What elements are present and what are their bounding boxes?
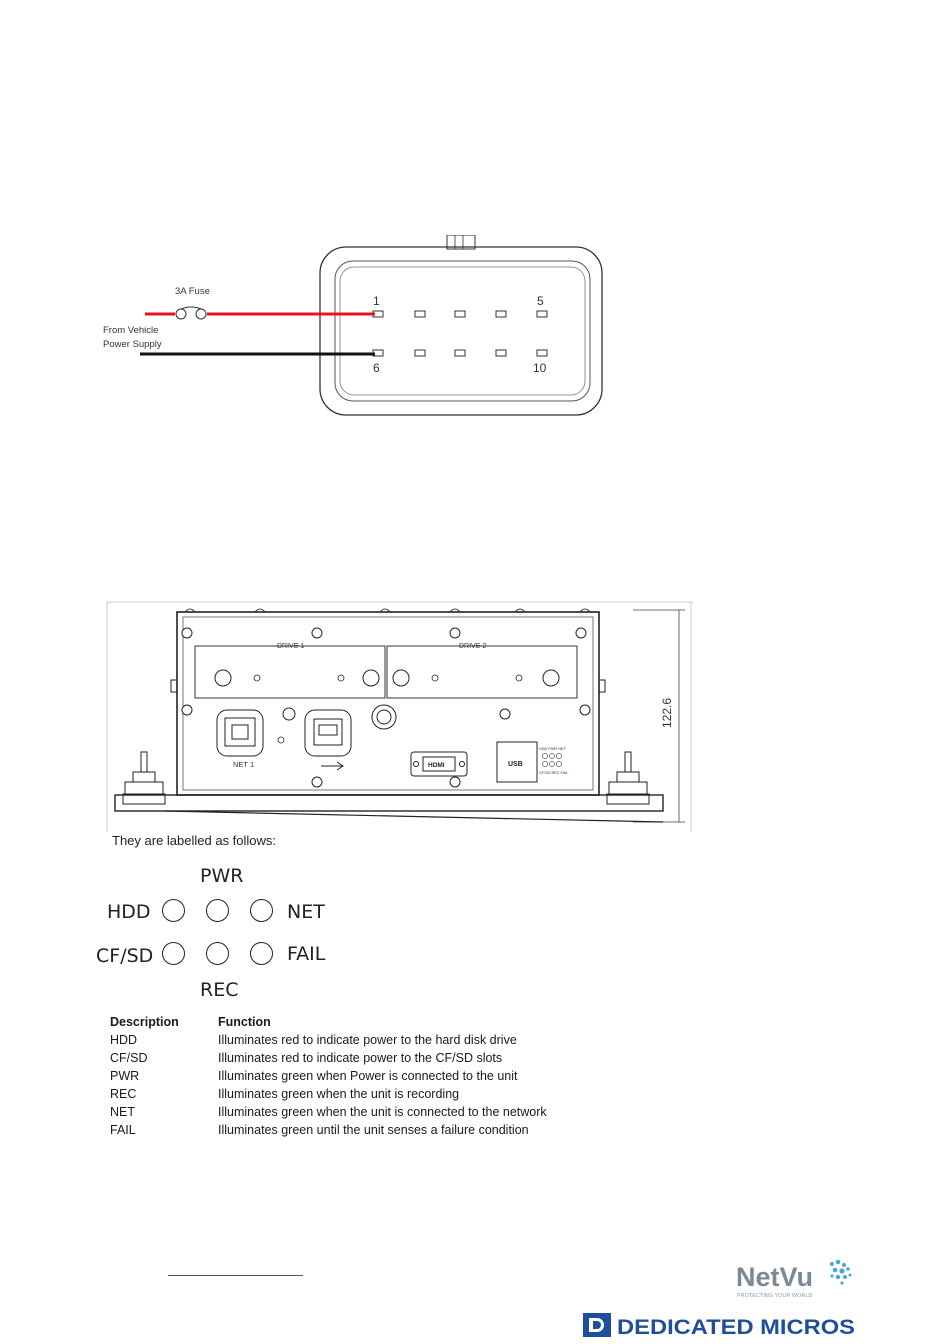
drive-bay-1 <box>194 645 386 699</box>
row-function: Illuminates red to indicate power to the… <box>218 1051 503 1065</box>
led-intro-text: They are labelled as follows: <box>112 833 277 848</box>
led-net-indicator <box>250 899 273 922</box>
led-description-table: Description Function HDD Illuminates red … <box>110 1013 630 1139</box>
led-hdd-indicator <box>162 899 185 922</box>
pin-label-6: 6 <box>373 361 380 375</box>
drive1-label: DRIVE 1 <box>277 643 304 650</box>
row-function: Illuminates green when Power is connecte… <box>218 1069 518 1083</box>
table-row: FAIL Illuminates green until the unit sen… <box>110 1121 630 1139</box>
led-label-cfsd: CF/SD <box>96 945 154 967</box>
led-label-rec: REC <box>200 979 239 1001</box>
mount-stud-left <box>122 751 166 805</box>
pin-label-10: 10 <box>533 361 547 375</box>
mount-stud-right <box>606 751 650 805</box>
row-name: FAIL <box>110 1123 136 1137</box>
led-label-hdd: HDD <box>107 901 151 923</box>
row-name: PWR <box>110 1069 140 1083</box>
led-label-pwr: PWR <box>200 865 244 887</box>
drive2-label: DRIVE 2 <box>459 643 486 650</box>
fuse-label: 3A Fuse <box>175 286 210 297</box>
screw-icons <box>181 627 591 788</box>
power-socket-icon <box>371 704 397 730</box>
table-row: NET Illuminates green when the unit is co… <box>110 1103 630 1121</box>
netvu-logo-text: NetVu <box>736 1262 813 1292</box>
footnote-rule <box>168 1275 303 1276</box>
row-function: Illuminates green when the unit is conne… <box>218 1105 547 1119</box>
unit-front-drawing: 122.6 DRIVE 1 DRIVE 2 NET 1 <box>106 601 693 832</box>
usb-label: USB <box>508 761 523 768</box>
netvu-tagline: PROTECTING YOUR WORLD <box>737 1293 812 1299</box>
pin-row-bottom <box>372 349 548 357</box>
hdmi-port-icon <box>410 751 468 777</box>
pin-label-1: 1 <box>373 294 380 308</box>
connector-latch <box>446 235 476 250</box>
led-label-fail: FAIL <box>287 943 326 965</box>
row-function: Illuminates green when the unit is recor… <box>218 1087 460 1101</box>
row-function: Illuminates green until the unit senses … <box>218 1123 529 1137</box>
usb-panel <box>496 741 538 783</box>
led-label-net: NET <box>287 901 325 923</box>
base-plate <box>114 794 664 812</box>
row-name: HDD <box>110 1033 138 1047</box>
drive-bay-2 <box>386 645 578 699</box>
led-rec-indicator <box>206 942 229 965</box>
row-name: CF/SD <box>110 1051 148 1065</box>
pin-label-5: 5 <box>537 294 544 308</box>
table-header-row: Description Function <box>110 1013 630 1031</box>
network-port-icon <box>216 709 264 757</box>
row-function: Illuminates red to indicate power to the… <box>218 1033 517 1047</box>
led-mini-grid <box>542 753 562 767</box>
pin-row-top <box>372 310 548 318</box>
net-port-label: NET 1 <box>233 760 254 769</box>
netvu-logo: NetVu PROTECTING YOUR WORLD <box>736 1259 852 1299</box>
table-row: PWR Illuminates green when Power is conne… <box>110 1067 630 1085</box>
led-mini-bottom: CF/SD REC FAIL <box>539 771 568 775</box>
row-name: NET <box>110 1105 135 1119</box>
table-row: REC Illuminates green when the unit is re… <box>110 1085 630 1103</box>
hdmi-label: HDMI <box>428 762 445 769</box>
led-cfsd-indicator <box>162 942 185 965</box>
wiring-diagram: 1 5 6 10 3A Fuse From Vehicle Power Supp… <box>103 235 603 416</box>
height-dimension: 122.6 <box>660 698 674 728</box>
led-fail-indicator <box>250 942 273 965</box>
table-row: HDD Illuminates red to indicate power to … <box>110 1031 630 1049</box>
supply-label-line1: From Vehicle <box>103 325 158 336</box>
dm-logo-text: DEDICATED MICROS <box>617 1316 855 1339</box>
table-row: CF/SD Illuminates red to indicate power t… <box>110 1049 630 1067</box>
fuse-icon <box>175 306 207 320</box>
connector-housing <box>319 246 603 416</box>
header-function: Function <box>218 1015 271 1029</box>
header-description: Description <box>110 1015 179 1029</box>
supply-label-line2: Power Supply <box>103 339 162 350</box>
usb-port-icon <box>304 709 352 771</box>
led-mini-top: HDD PWR NET <box>539 747 566 751</box>
netvu-dots-icon <box>830 1259 852 1285</box>
led-pwr-indicator <box>206 899 229 922</box>
dedicated-micros-logo: DEDICATED MICROS <box>583 1313 855 1339</box>
row-name: REC <box>110 1087 137 1101</box>
